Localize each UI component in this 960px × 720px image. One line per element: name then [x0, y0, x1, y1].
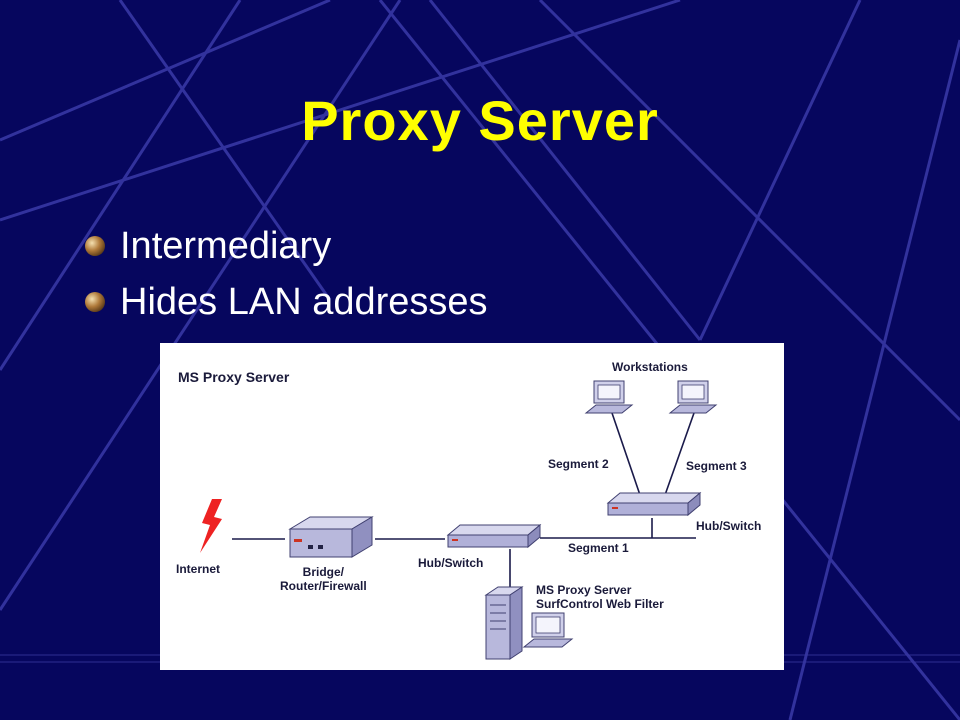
hub-switch-right-icon [606, 491, 702, 517]
bullet-item: Intermediary [84, 218, 488, 274]
internet-label: Internet [176, 562, 221, 576]
bridge-router-icon [288, 516, 374, 558]
slide-title: Proxy Server [301, 89, 659, 152]
hub-switch-center-label: Hub/Switch [418, 556, 484, 570]
proxy-label-line2: SurfControl Web Filter [536, 597, 664, 611]
link-segment-3 [664, 412, 695, 496]
segment-3-label: Segment 3 [686, 459, 747, 473]
proxy-label: MS Proxy Server SurfControl Web Filter [536, 583, 664, 611]
link-segment-2 [611, 412, 641, 496]
sphere-bullet-icon [85, 292, 105, 312]
segment-1-label: Segment 1 [568, 541, 629, 555]
hub-switch-center-icon [446, 523, 542, 549]
bullet-text: Intermediary [120, 224, 332, 267]
hub-switch-right-label: Hub/Switch [696, 519, 762, 533]
bullet-text: Hides LAN addresses [120, 280, 488, 323]
bullet-list: Intermediary Hides LAN addresses [84, 218, 488, 330]
workstation-icon [668, 380, 718, 414]
workstations-label: Workstations [612, 360, 688, 374]
bridge-label-line2: Router/Firewall [280, 579, 367, 593]
proxy-server-icon [484, 586, 574, 660]
workstation-icon [584, 380, 634, 414]
network-diagram: MS Proxy Server Workstations Segment 2 S… [160, 343, 784, 670]
diagram-title: MS Proxy Server [178, 369, 290, 385]
diagram-art [200, 380, 718, 660]
internet-lightning-icon [200, 499, 222, 553]
sphere-bullet-icon [85, 236, 105, 256]
bridge-label: Bridge/ Router/Firewall [280, 565, 367, 593]
segment-2-label: Segment 2 [548, 457, 609, 471]
bridge-label-line1: Bridge/ [302, 565, 345, 579]
proxy-label-line1: MS Proxy Server [536, 583, 632, 597]
bullet-item: Hides LAN addresses [84, 274, 488, 330]
